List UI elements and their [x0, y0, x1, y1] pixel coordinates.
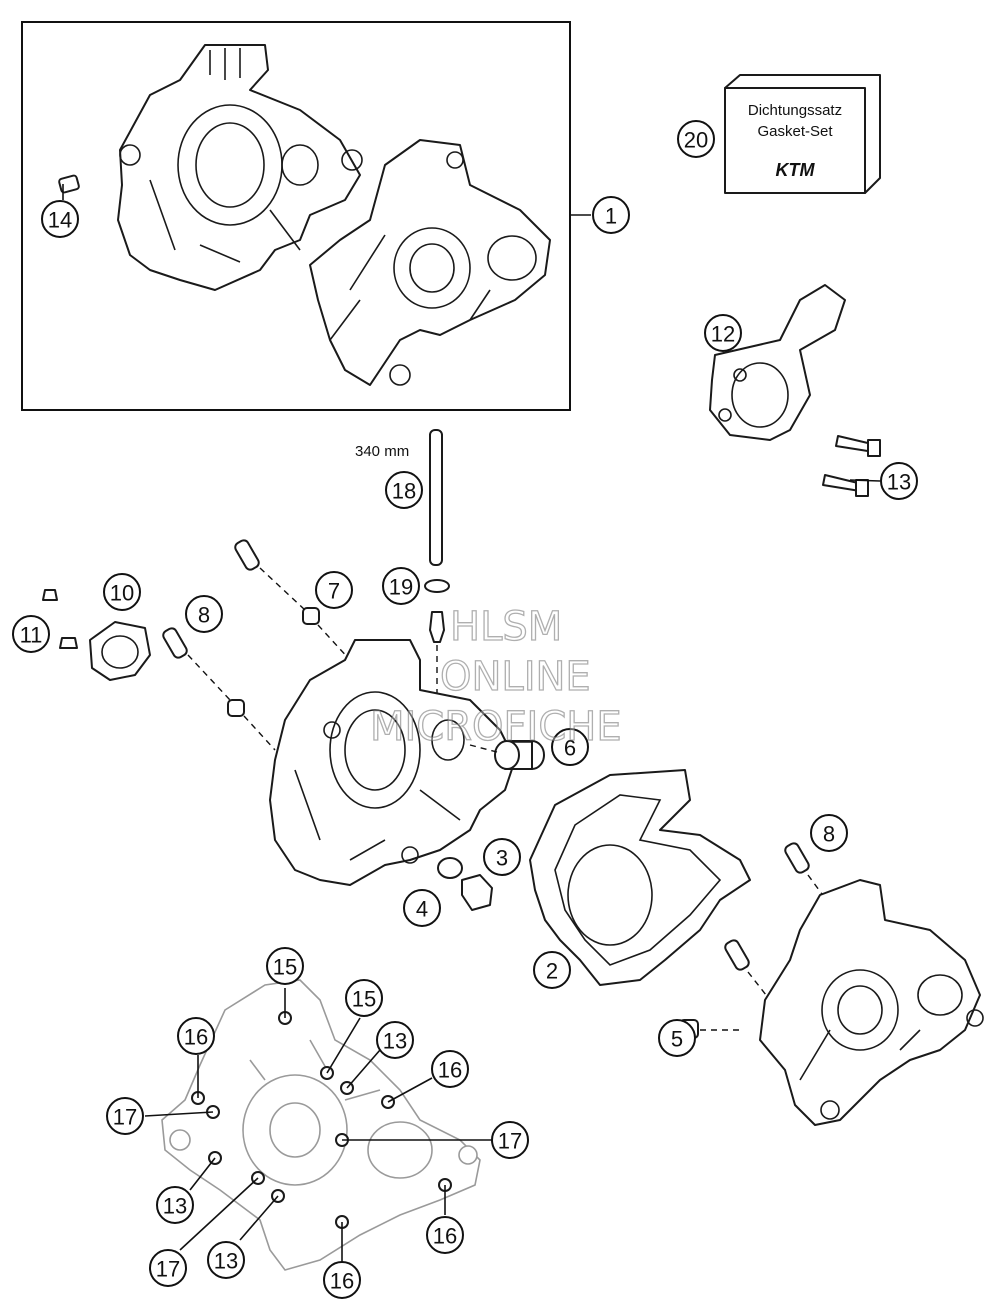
svg-text:11: 11	[20, 623, 43, 648]
callout-16-top-left: 16	[177, 1017, 215, 1055]
bearing-6	[469, 740, 545, 770]
callout-12: 12	[704, 314, 742, 352]
svg-text:13: 13	[163, 1194, 187, 1219]
svg-text:10: 10	[110, 581, 134, 606]
hose-clamp-19	[424, 579, 450, 593]
svg-text:17: 17	[113, 1105, 137, 1130]
svg-text:13: 13	[383, 1029, 407, 1054]
pin-8-right	[724, 842, 831, 1001]
svg-text:13: 13	[887, 470, 911, 495]
gasket-set-box: Dichtungssatz Gasket-Set KTM	[724, 74, 881, 194]
callout-6: 6	[551, 728, 589, 766]
svg-text:15: 15	[273, 955, 297, 980]
callout-15-right: 15	[345, 979, 383, 1017]
svg-text:7: 7	[328, 579, 340, 604]
watermark: HLSM ONLINE MICROFICHE	[369, 603, 622, 750]
drain-plug-3	[461, 874, 493, 911]
callout-16-top-right: 16	[431, 1050, 469, 1088]
callout-10: 10	[103, 573, 141, 611]
svg-text:12: 12	[711, 322, 735, 347]
svg-text:6: 6	[564, 736, 576, 761]
callout-13-cover-right: 13	[376, 1021, 414, 1059]
dowel-pin-14	[58, 174, 80, 194]
screws-11	[42, 589, 78, 649]
pin-7	[234, 539, 351, 661]
pin-8-left	[162, 627, 276, 751]
leader-lines	[62, 184, 881, 1262]
callout-2: 2	[533, 951, 571, 989]
cover-part-12	[709, 284, 846, 441]
callout-1: 1	[592, 196, 630, 234]
screws-13-upper	[822, 435, 881, 497]
svg-text:19: 19	[389, 575, 413, 600]
svg-text:1: 1	[605, 204, 617, 229]
callout-13-upper: 13	[880, 462, 918, 500]
crankcase-right-half-in-box	[309, 139, 551, 386]
callout-20: 20	[677, 120, 715, 158]
callout-7: 7	[315, 571, 353, 609]
side-cover	[161, 979, 481, 1271]
callout-8-right: 8	[810, 814, 848, 852]
callout-19: 19	[382, 567, 420, 605]
pipe-18	[429, 429, 443, 566]
callout-15-left: 15	[266, 947, 304, 985]
washer-4	[437, 857, 463, 879]
callout-17-left: 17	[106, 1097, 144, 1135]
svg-text:5: 5	[671, 1027, 683, 1052]
svg-text:4: 4	[416, 897, 428, 922]
pipe-length-label: 340 mm	[355, 443, 409, 460]
crankcase-assembly-frame	[21, 21, 571, 411]
callout-16-bottom: 16	[323, 1261, 361, 1299]
svg-text:14: 14	[48, 208, 72, 233]
cover-10	[89, 621, 151, 681]
crankcase-right-half	[759, 879, 984, 1126]
svg-text:8: 8	[823, 822, 835, 847]
svg-text:15: 15	[352, 987, 376, 1012]
callout-13-lower-left: 13	[156, 1186, 194, 1224]
watermark-line1: HLSM	[450, 604, 562, 650]
svg-text:16: 16	[438, 1058, 462, 1083]
callout-4: 4	[403, 889, 441, 927]
svg-text:20: 20	[684, 128, 708, 153]
svg-text:17: 17	[156, 1257, 180, 1282]
svg-text:16: 16	[330, 1269, 354, 1294]
watermark-line2: ONLINE	[440, 654, 591, 700]
callout-5: 5	[658, 1019, 696, 1057]
callout-13-bottom: 13	[207, 1241, 245, 1279]
callout-8-left: 8	[185, 595, 223, 633]
svg-text:18: 18	[392, 479, 416, 504]
crankcase-center	[269, 639, 516, 886]
nipple-9	[429, 611, 445, 643]
svg-text:13: 13	[214, 1249, 238, 1274]
ktm-logo: KTM	[776, 160, 816, 180]
gasket-set-line2: Gasket-Set	[757, 123, 833, 140]
callout-3: 3	[483, 838, 521, 876]
callout-16-lower-right: 16	[426, 1216, 464, 1254]
svg-text:2: 2	[546, 959, 558, 984]
svg-text:16: 16	[184, 1025, 208, 1050]
svg-text:3: 3	[496, 846, 508, 871]
gasket-2	[529, 769, 751, 986]
svg-text:8: 8	[198, 603, 210, 628]
callout-18: 18	[385, 471, 423, 509]
callout-17-right: 17	[491, 1121, 529, 1159]
callout-14: 14	[41, 200, 79, 238]
callout-11: 11	[12, 615, 50, 653]
gasket-set-line1: Dichtungssatz	[748, 102, 842, 119]
svg-text:17: 17	[498, 1129, 522, 1154]
crankcase-left-half-in-box	[117, 44, 363, 291]
svg-text:16: 16	[433, 1224, 457, 1249]
callout-17-bottom: 17	[149, 1249, 187, 1287]
watermark-line3: MICROFICHE	[370, 704, 622, 750]
